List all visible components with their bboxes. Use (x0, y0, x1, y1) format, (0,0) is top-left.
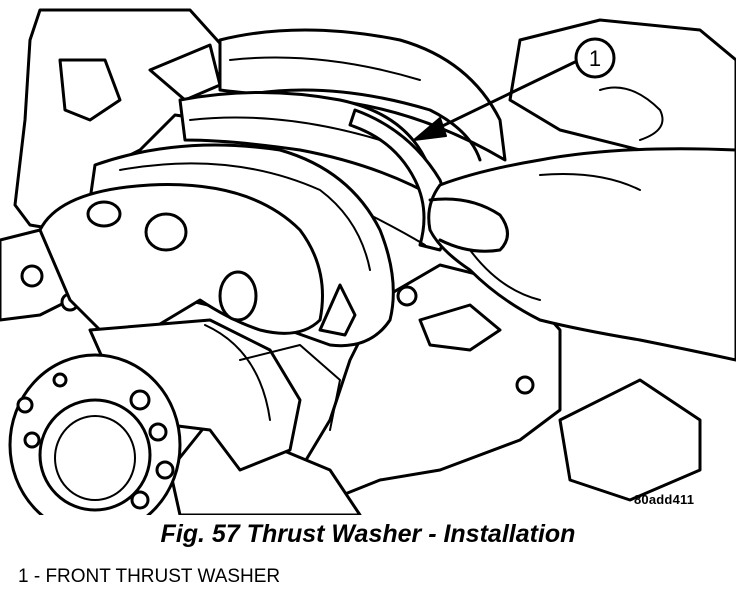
image-reference-id: 80add411 (634, 492, 695, 507)
crankshaft-flange (8, 353, 182, 537)
callout-number: 1 (589, 46, 601, 71)
technical-line-drawing: 1 (0, 8, 736, 537)
technician-hand (427, 147, 736, 362)
callout-leader (413, 60, 577, 141)
legend-item: 1 - FRONT THRUST WASHER (18, 566, 281, 587)
figure-caption: Fig. 57 Thrust Washer - Installation (160, 520, 576, 548)
crankshaft-thrust-washer-illustration: 1 (0, 8, 736, 537)
callout-1: 1 (574, 37, 616, 79)
